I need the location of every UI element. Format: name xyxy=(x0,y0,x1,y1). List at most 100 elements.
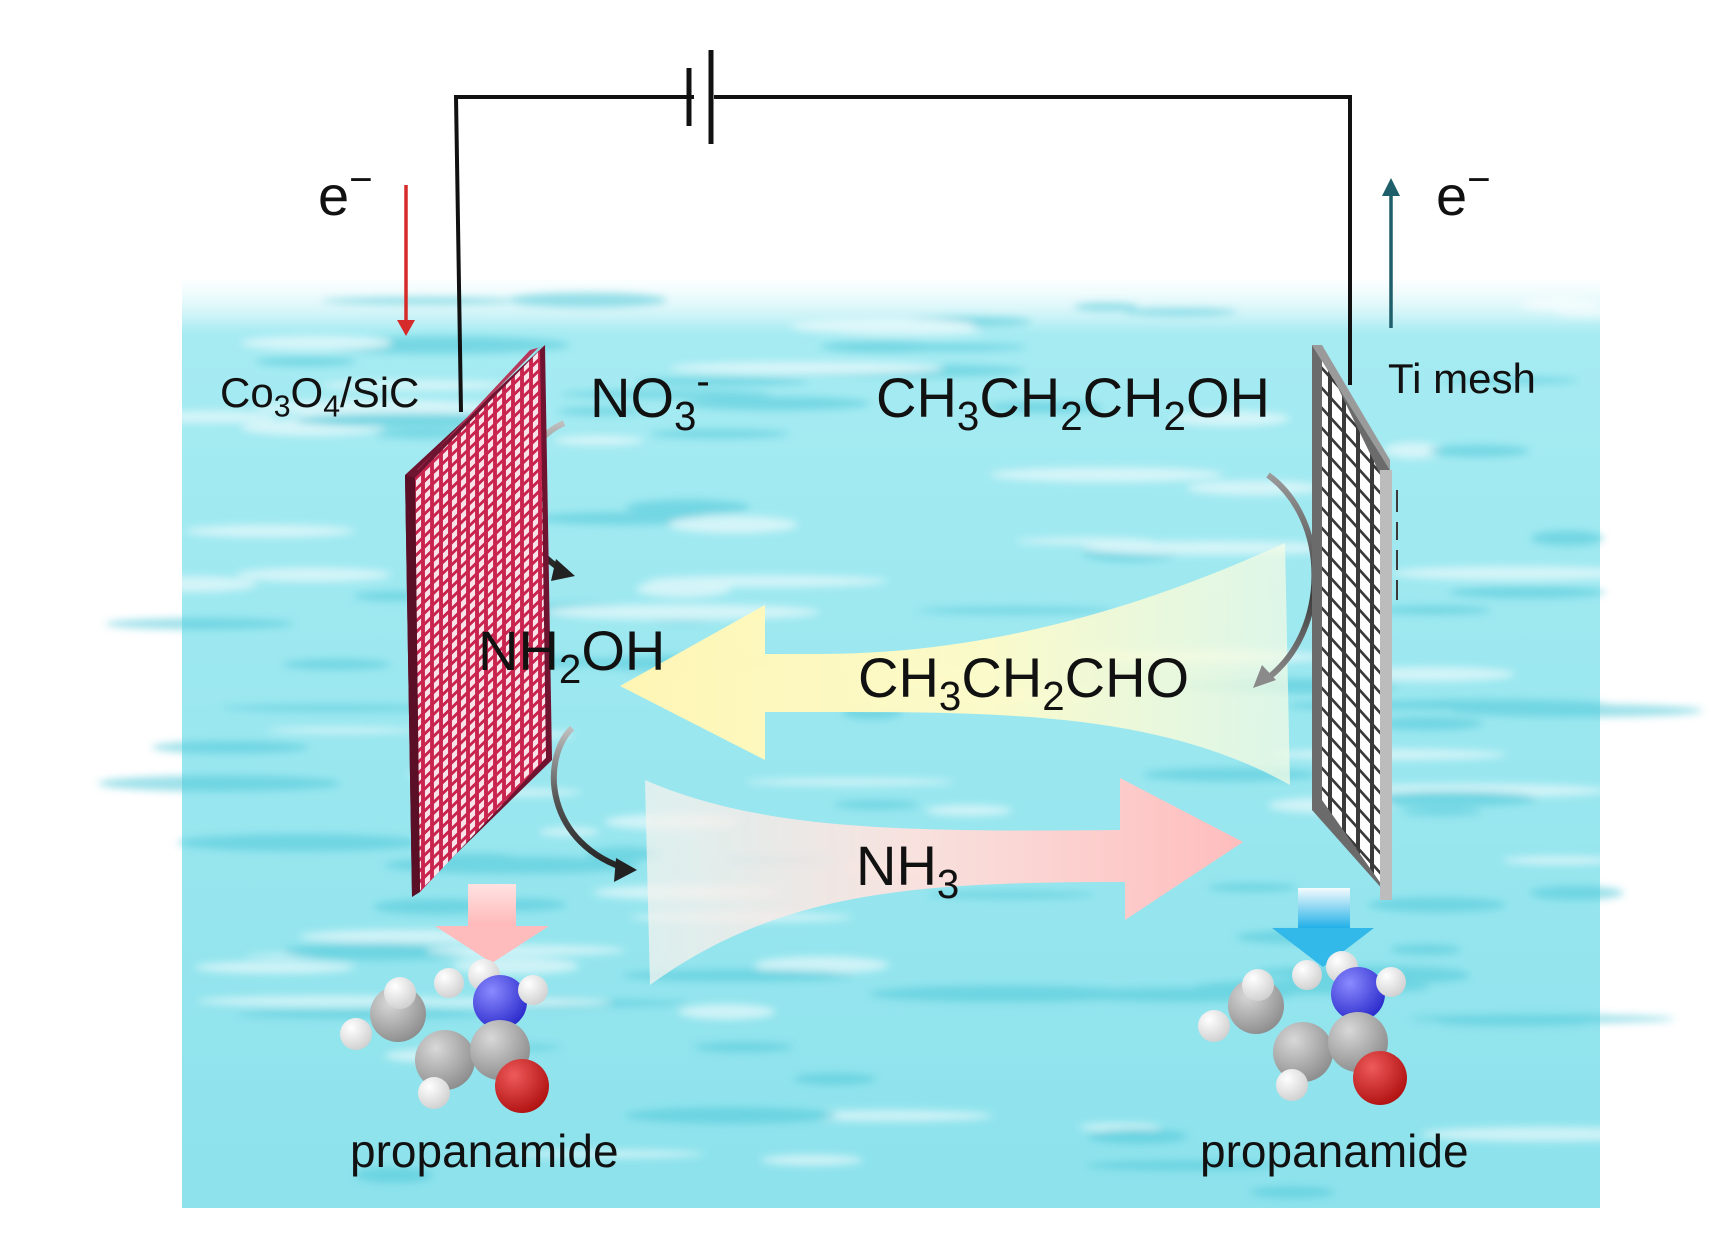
water-ripple xyxy=(426,944,626,956)
hydroxylamine-label: NH2OH xyxy=(478,619,666,692)
water-ripple xyxy=(507,292,667,308)
cathode-electrode xyxy=(405,345,552,897)
anode-wire xyxy=(714,95,1352,385)
propanal-transfer-arrow xyxy=(620,543,1290,785)
cathode-label: Co3O4/SiC xyxy=(220,369,420,424)
water-ripple xyxy=(869,985,1143,1003)
nitrogen-atom xyxy=(473,975,527,1029)
water-ripple xyxy=(254,399,501,416)
water-ripple xyxy=(1074,302,1139,312)
water-ripple xyxy=(560,390,772,399)
water-ripple xyxy=(917,607,1116,615)
hydrogen-atom xyxy=(1242,969,1274,1001)
hydrogen-atom xyxy=(340,1018,372,1050)
water-ripple xyxy=(194,961,356,974)
water-ripple xyxy=(1449,586,1606,599)
hydrogen-atom xyxy=(418,1077,450,1109)
carbon-atom xyxy=(415,1030,475,1090)
propanol-label: CH3CH2CH2OH xyxy=(876,366,1270,439)
water-ripple xyxy=(373,898,499,915)
oxygen-atom xyxy=(1353,1051,1407,1105)
water-ripple xyxy=(240,335,392,350)
water-ripple xyxy=(783,1110,993,1122)
left-product-arrow-icon xyxy=(435,884,549,963)
battery-icon xyxy=(686,50,714,144)
water-ripple xyxy=(236,567,392,582)
water-ripple xyxy=(635,376,810,386)
anode-electron-label: e− xyxy=(1436,159,1491,224)
water-ripple xyxy=(1402,807,1482,816)
water-ripple xyxy=(1428,444,1530,458)
water-ripple xyxy=(761,1154,863,1166)
water-ripple xyxy=(151,740,310,754)
water-ripple xyxy=(678,1003,776,1020)
water-ripple xyxy=(1249,1186,1335,1198)
water-ripple xyxy=(1367,897,1507,913)
water-ripple xyxy=(184,524,355,538)
water-ripple xyxy=(1421,1126,1671,1142)
water-ripple xyxy=(1389,944,1462,955)
hydroxylamine-reduction-arrow-icon xyxy=(550,725,637,882)
water-ripple xyxy=(792,1073,877,1086)
water-ripple xyxy=(683,396,871,411)
electron-symbol: e xyxy=(318,164,350,227)
water-ripple xyxy=(1410,1014,1675,1024)
cathode-wire xyxy=(453,95,694,413)
propanamide-molecule-left xyxy=(340,959,549,1113)
right-product-arrow-icon xyxy=(1272,888,1374,967)
water-ripple xyxy=(987,401,1104,414)
water-ripple xyxy=(557,407,644,416)
nitrogen-atom xyxy=(1331,967,1385,1021)
anode-electrode xyxy=(1312,345,1398,900)
water-ripple xyxy=(236,1009,494,1019)
water-ripple xyxy=(1142,767,1319,782)
water-ripple xyxy=(321,297,520,305)
water-ripple xyxy=(754,956,890,974)
cathode-electron-label: e− xyxy=(318,159,373,224)
cathode-electron-arrow-icon xyxy=(397,185,415,336)
water-ripple xyxy=(267,727,419,734)
ammonia-transfer-arrow xyxy=(645,778,1243,985)
water-ripple xyxy=(221,704,448,712)
electron-symbol: e xyxy=(1436,164,1468,227)
left-product-label: propanamide xyxy=(350,1125,619,1177)
water-ripple xyxy=(98,775,341,792)
water-ripple xyxy=(1081,541,1347,555)
water-ripple xyxy=(1529,885,1624,901)
hydrogen-atom xyxy=(1198,1010,1230,1042)
water-ripple xyxy=(282,942,473,961)
water-ripple xyxy=(625,499,751,516)
water-ripple xyxy=(624,1107,837,1124)
water-ripple xyxy=(1391,566,1647,581)
external-circuit xyxy=(453,95,1352,413)
water-ripple xyxy=(1087,1128,1188,1144)
water-ripple xyxy=(282,659,392,670)
water-ripple xyxy=(669,516,798,534)
electron-charge: − xyxy=(1467,155,1491,202)
hydrogen-atom xyxy=(1276,1069,1308,1101)
water-ripple xyxy=(1359,699,1610,711)
propanal-label: CH3CH2CHO xyxy=(858,646,1190,719)
water-ripple xyxy=(127,576,258,593)
water-ripple xyxy=(990,467,1224,482)
water-ripple xyxy=(621,969,855,982)
water-ripple xyxy=(649,429,790,439)
hydrogen-atom xyxy=(384,977,416,1009)
water-ripple xyxy=(354,1167,434,1184)
water-ripple xyxy=(1530,530,1604,546)
water-ripple xyxy=(1502,855,1618,865)
water-ripple xyxy=(926,891,1096,899)
carbon-atom xyxy=(1273,1022,1333,1082)
water-ripple xyxy=(553,435,645,446)
water-ripple xyxy=(833,800,920,810)
water-ripple xyxy=(1383,442,1445,459)
water-ripple xyxy=(865,343,1028,352)
water-ripple xyxy=(693,1042,794,1053)
water-ripple xyxy=(669,361,944,375)
water-ripple xyxy=(1123,308,1238,316)
water-ripple xyxy=(321,380,511,391)
nitrate-label: NO3- xyxy=(590,357,710,439)
oxygen-atom xyxy=(495,1059,549,1113)
anode-electron-arrow-icon xyxy=(1382,178,1400,328)
